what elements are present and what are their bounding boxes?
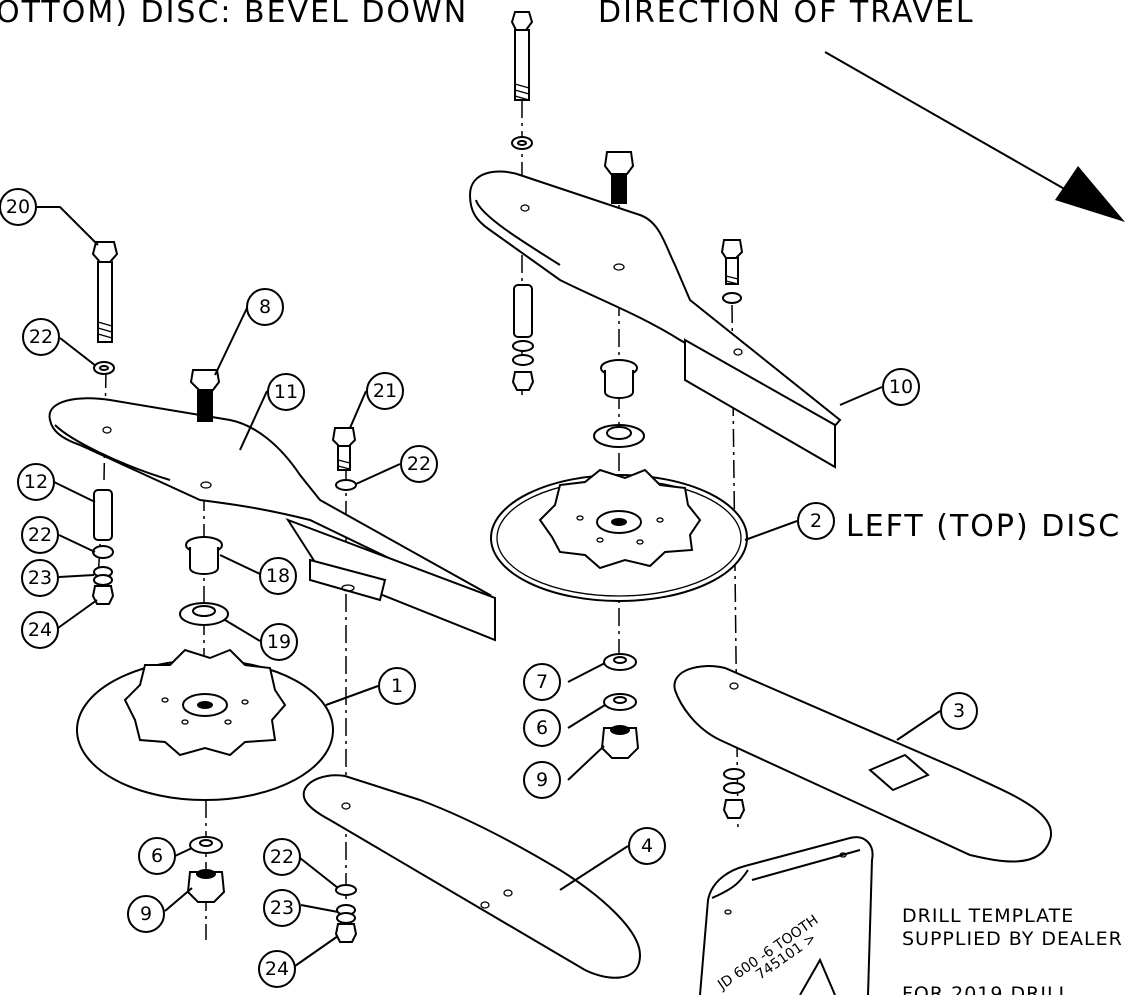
bolt-8 (189, 369, 221, 422)
svg-text:1: 1 (391, 675, 403, 697)
balloon-7: 7 (523, 663, 561, 701)
hardware-stack-left-bottom (186, 836, 226, 903)
svg-text:12: 12 (24, 471, 48, 493)
svg-text:22: 22 (28, 524, 52, 546)
svg-text:18: 18 (266, 565, 290, 587)
direction-arrow (824, 51, 1125, 222)
svg-text:6: 6 (536, 717, 548, 739)
balloon-22-b: 22 (400, 445, 438, 483)
note-for-drill: FOR 2019 DRILL (902, 983, 1070, 995)
svg-text:9: 9 (536, 769, 548, 791)
svg-text:22: 22 (29, 326, 53, 348)
svg-text:24: 24 (28, 619, 52, 641)
balloon-6-right: 6 (523, 709, 561, 747)
svg-text:8: 8 (259, 296, 271, 318)
leader-lines (37, 206, 941, 967)
disc-1 (76, 648, 334, 801)
svg-text:20: 20 (6, 196, 30, 218)
hardware-stack-right-guard (722, 768, 746, 819)
bolt-20 (91, 241, 119, 343)
hardware-stack-left-guard (334, 884, 358, 943)
svg-text:6: 6 (151, 845, 163, 867)
drill-template: JD 600 -6 TOOTH 745101 > (699, 836, 874, 995)
balloon-19: 19 (260, 623, 298, 661)
disc-left-top (490, 468, 748, 602)
svg-text:11: 11 (274, 381, 298, 403)
spacer-stack-right (511, 284, 535, 391)
balloon-8: 8 (246, 288, 284, 326)
svg-text:23: 23 (28, 567, 52, 589)
hardware-stack-right-bottom (600, 653, 640, 759)
svg-text:22: 22 (407, 453, 431, 475)
bushing-right (593, 359, 645, 448)
balloon-23-b: 23 (263, 889, 301, 927)
balloon-11: 11 (267, 373, 305, 411)
balloon-18: 18 (259, 557, 297, 595)
svg-text:23: 23 (270, 897, 294, 919)
balloon-24-b: 24 (258, 950, 296, 988)
guard-4 (302, 774, 642, 979)
label-left-top-disc: LEFT (TOP) DISC (846, 509, 1121, 544)
guard-3 (673, 665, 1053, 863)
knife-11 (48, 397, 496, 642)
washer-22-top-left (93, 361, 115, 375)
spacer-stack-left (91, 489, 115, 605)
bolt-center-right (603, 151, 635, 204)
svg-text:3: 3 (953, 700, 965, 722)
balloon-4: 4 (628, 827, 666, 865)
bolt-top-right (510, 11, 534, 101)
svg-text:9: 9 (140, 903, 152, 925)
bolt-21 (331, 427, 357, 491)
heading-direction-of-travel: DIRECTION OF TRAVEL (598, 0, 975, 30)
svg-text:22: 22 (270, 846, 294, 868)
note-supplied-by-dealer: SUPPLIED BY DEALER (902, 928, 1123, 950)
balloon-6-left: 6 (138, 837, 176, 875)
balloon-21: 21 (366, 372, 404, 410)
balloon-20: 20 (0, 188, 37, 226)
svg-text:19: 19 (267, 631, 291, 653)
balloon-9-right: 9 (523, 761, 561, 799)
bolt-small-right (720, 239, 744, 304)
balloon-22-d: 22 (263, 838, 301, 876)
balloon-10: 10 (882, 368, 920, 406)
washer-top-right (511, 136, 533, 150)
svg-text:2: 2 (810, 510, 822, 532)
knife-10 (468, 170, 842, 469)
svg-text:21: 21 (373, 380, 397, 402)
svg-text:7: 7 (536, 671, 548, 693)
svg-text:10: 10 (889, 376, 913, 398)
balloon-22-a: 22 (22, 318, 60, 356)
washer-19 (179, 602, 229, 626)
svg-text:4: 4 (641, 835, 653, 857)
note-drill-template: DRILL TEMPLATE (902, 905, 1074, 927)
balloon-24-a: 24 (21, 611, 59, 649)
balloon-1: 1 (378, 667, 416, 705)
balloon-12: 12 (17, 463, 55, 501)
balloon-2: 2 (797, 502, 835, 540)
balloon-22-c: 22 (21, 516, 59, 554)
svg-text:24: 24 (265, 958, 289, 980)
balloon-3: 3 (940, 692, 978, 730)
heading-bottom-disc: OTTOM) DISC: BEVEL DOWN (0, 0, 468, 30)
bushing-18 (185, 536, 223, 575)
balloon-23-a: 23 (21, 559, 59, 597)
balloon-9-left: 9 (127, 895, 165, 933)
